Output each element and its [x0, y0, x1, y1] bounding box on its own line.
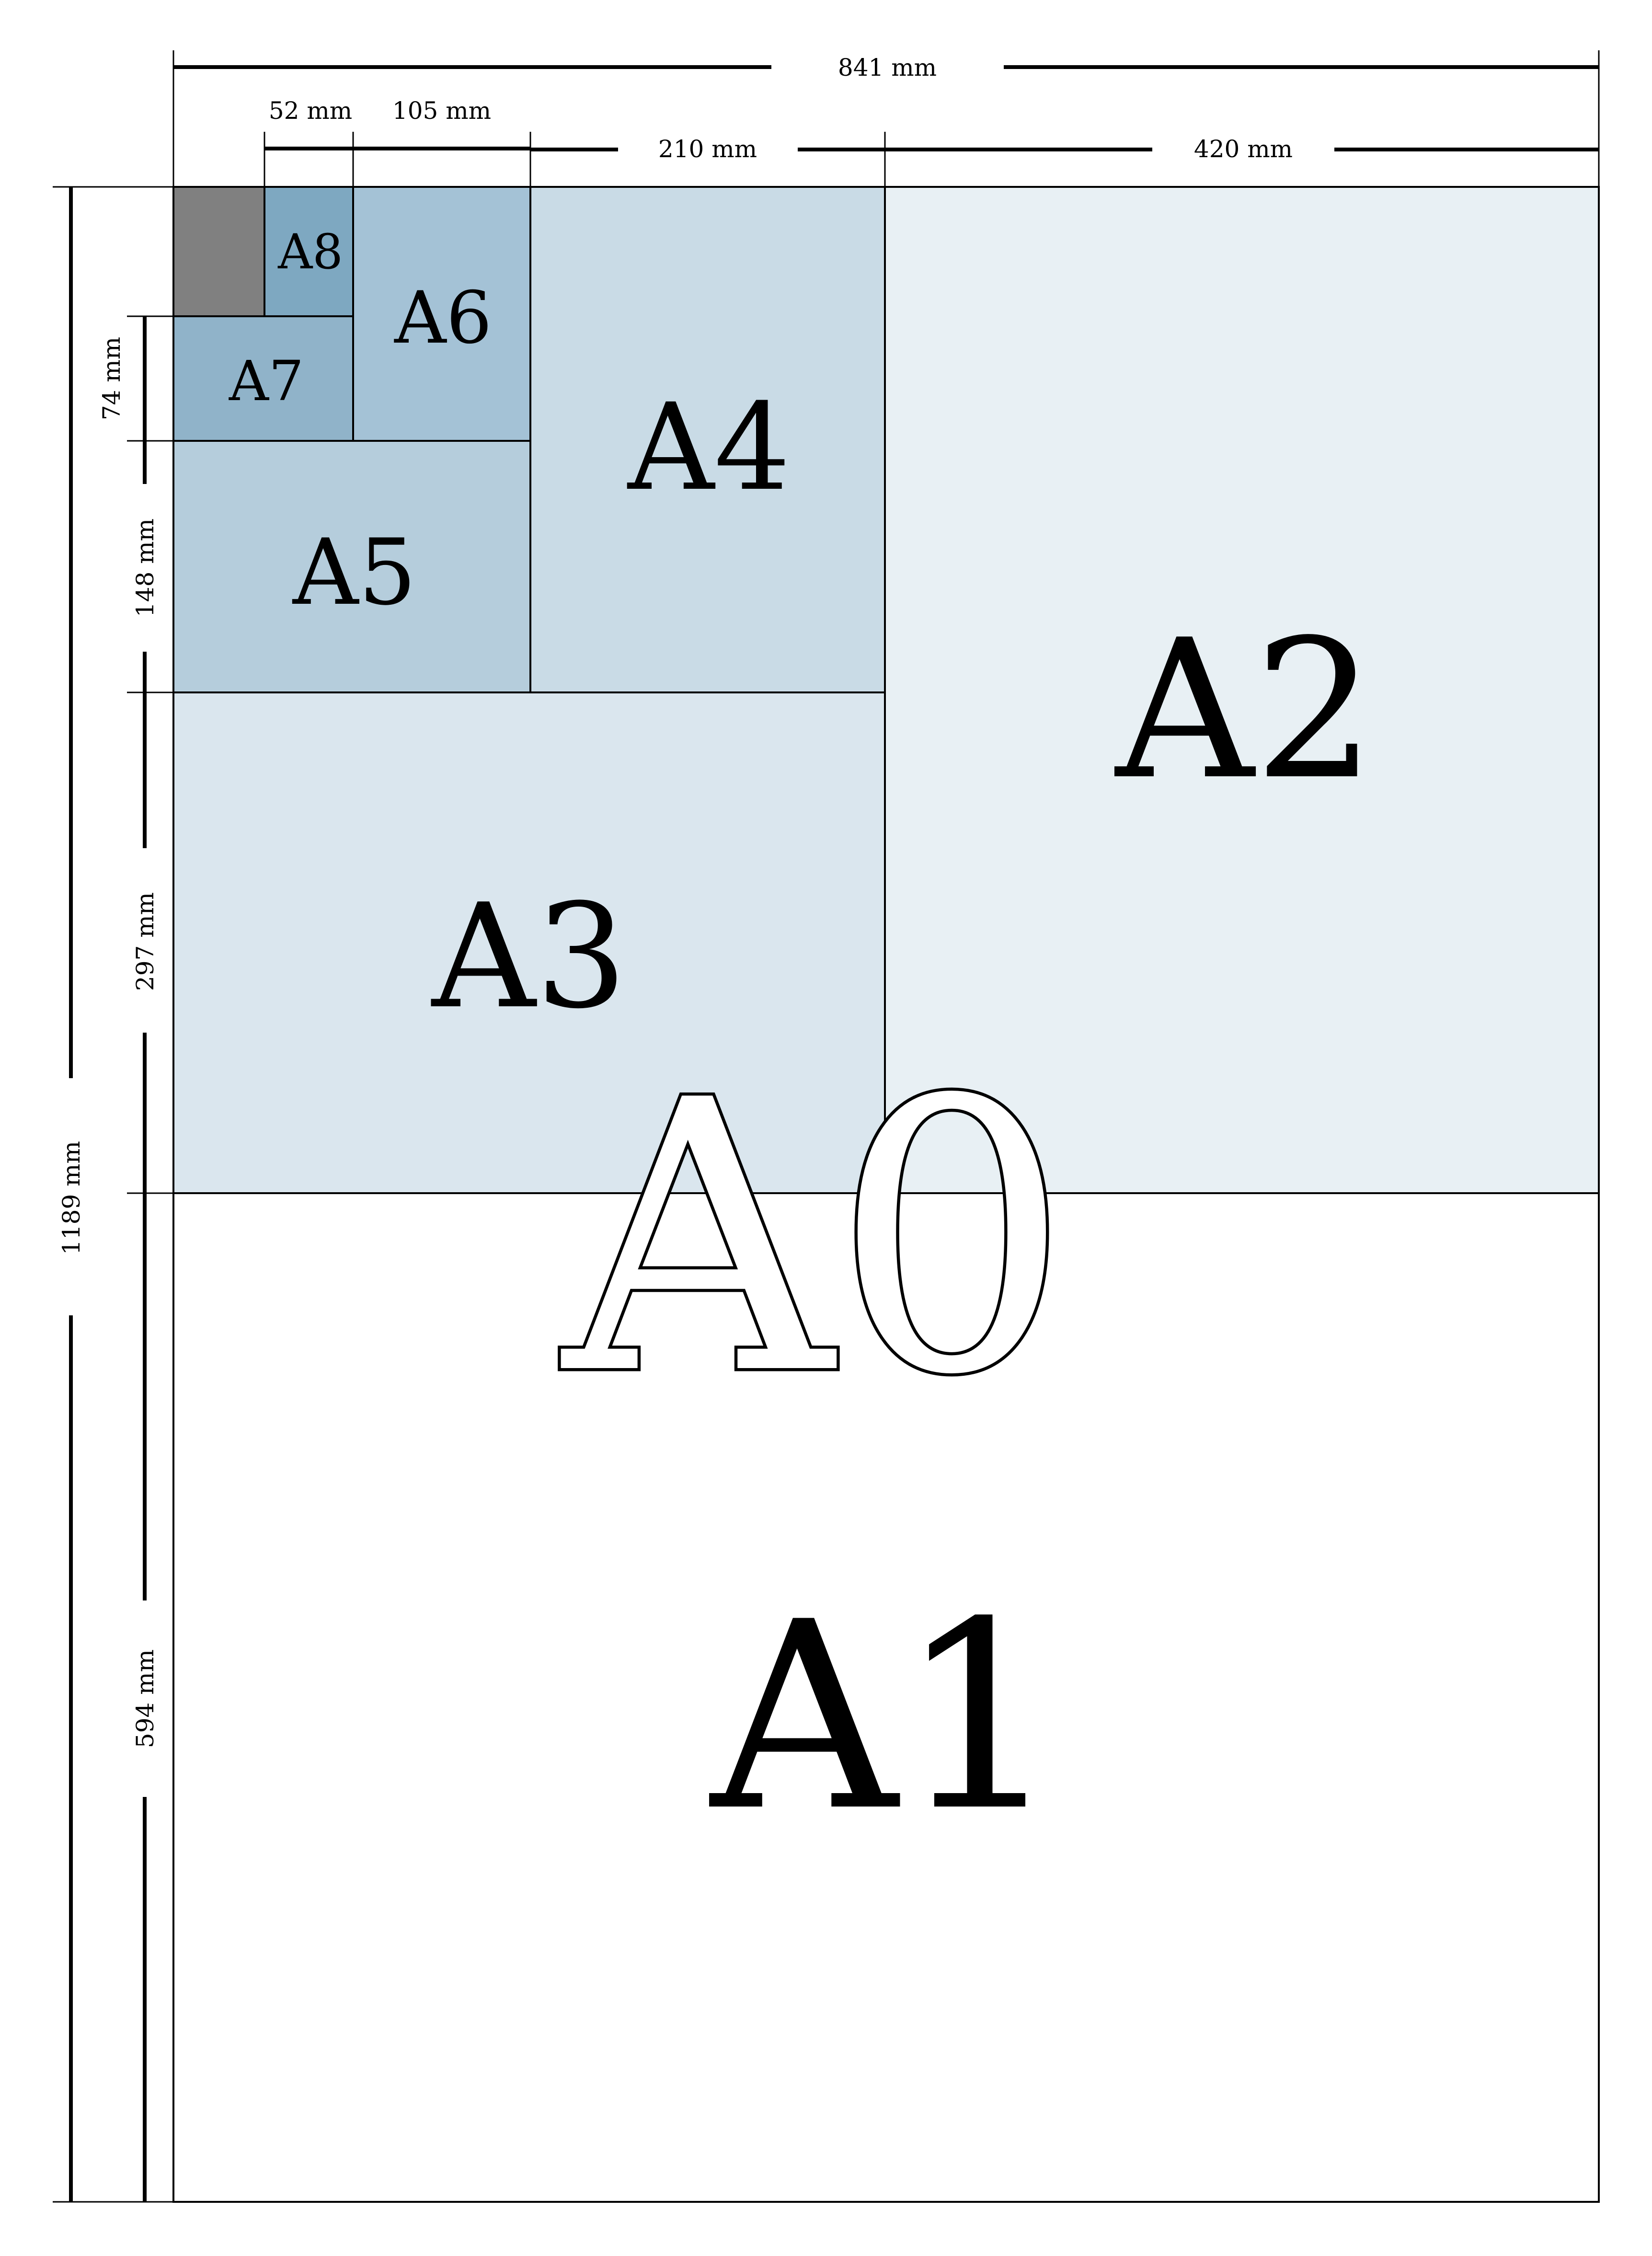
- sheet-a4: [530, 187, 885, 692]
- dimension-lines: [69, 65, 1599, 2202]
- sheet-a9: [173, 187, 264, 316]
- sheet-label-a1: A1: [707, 1567, 1062, 1868]
- dim-label-105: 105 mm: [392, 97, 491, 125]
- sheet-a7: [173, 316, 353, 441]
- sheet-a3: [173, 692, 885, 1193]
- sheet-label-a7: A7: [229, 349, 304, 414]
- sheet-a2: [885, 187, 1599, 1193]
- sheet-a5: [173, 441, 530, 692]
- dim-label-594: 594 mm: [131, 1649, 159, 1748]
- dim-label-841: 841 mm: [838, 54, 937, 81]
- sheet-label-a4: A4: [627, 378, 791, 517]
- sheet-label-a3: A3: [430, 873, 627, 1040]
- dim-label-148: 148 mm: [131, 518, 159, 617]
- dim-label-420: 420 mm: [1194, 135, 1293, 163]
- dim-label-74: 74 mm: [98, 337, 126, 420]
- sheet-label-a8: A8: [277, 224, 343, 280]
- dim-label-297: 297 mm: [131, 892, 159, 991]
- sheet-label-a6: A6: [394, 276, 492, 360]
- dim-label-1189: 1189 mm: [57, 1141, 85, 1255]
- sheet-label-a5: A5: [292, 519, 416, 625]
- sheet-a8: [264, 187, 353, 316]
- sheet-label-a0: A0: [557, 1021, 1071, 1456]
- sheet-label-a2: A2: [1113, 599, 1376, 822]
- dim-label-210: 210 mm: [658, 135, 757, 163]
- dim-label-52: 52 mm: [269, 97, 352, 125]
- sheet-boundaries: [172, 186, 1600, 2203]
- sheet-a6: [353, 187, 530, 441]
